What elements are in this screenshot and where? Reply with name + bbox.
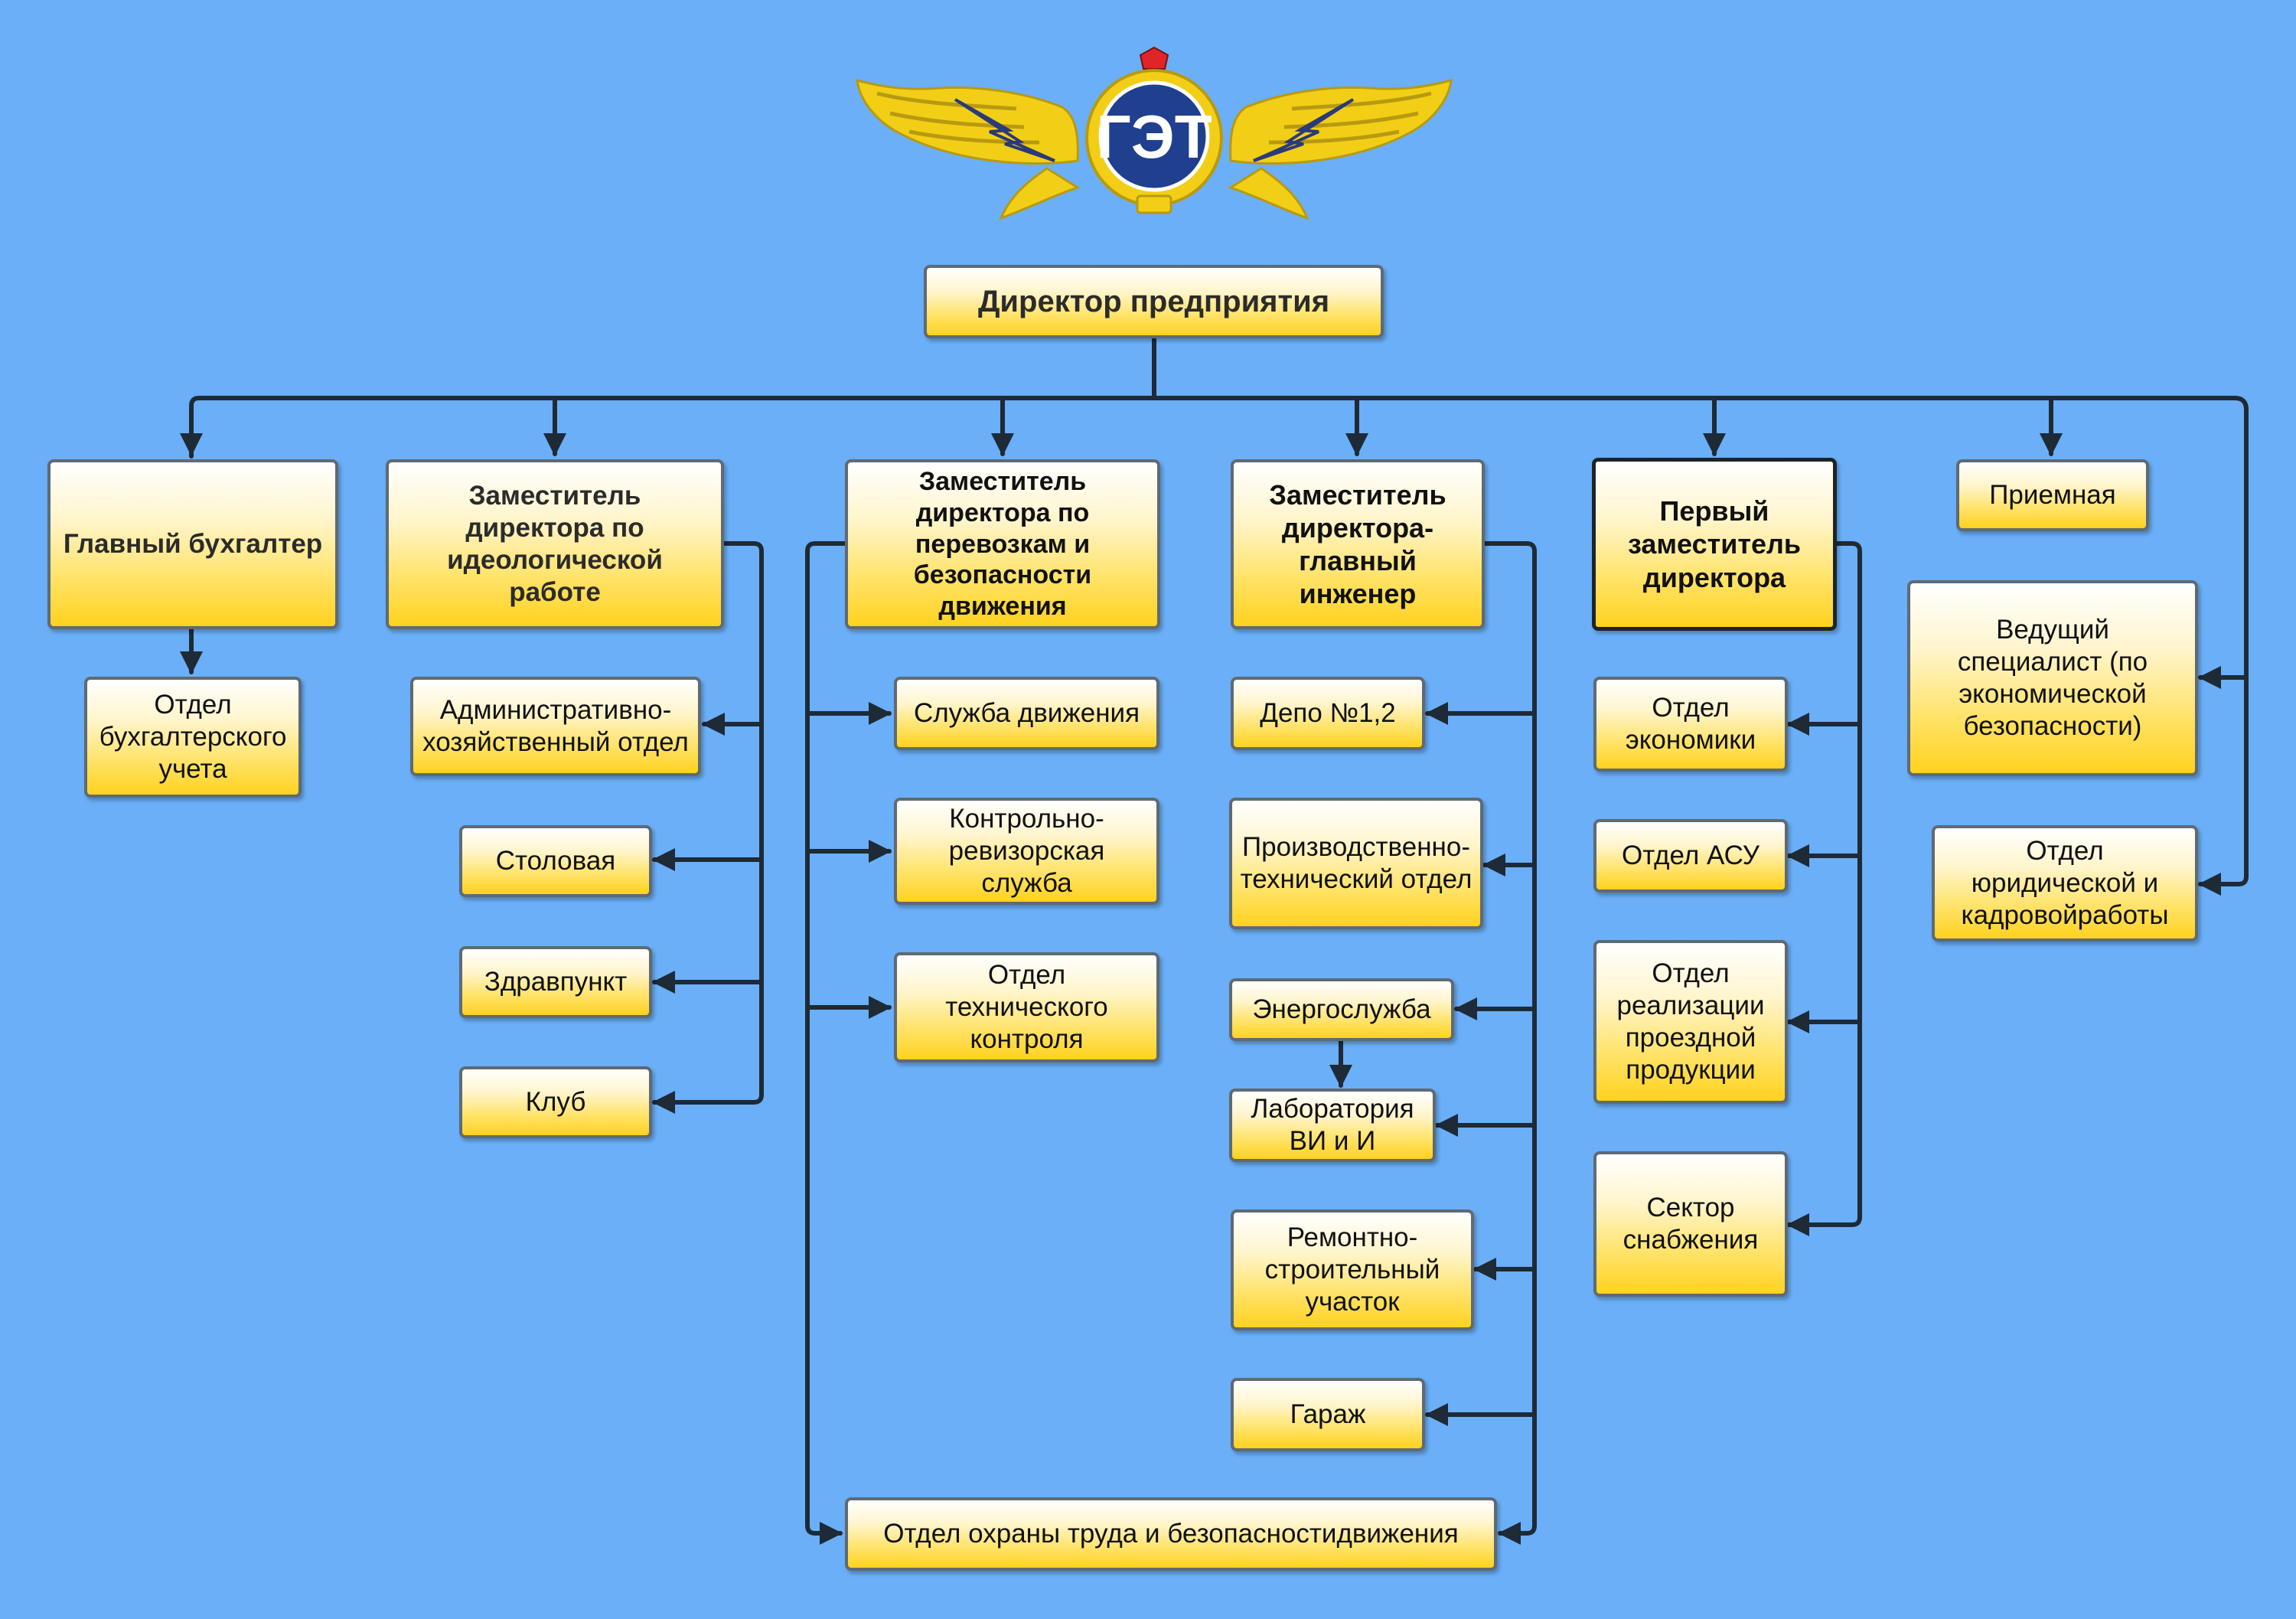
audit-service-box: Контрольно-ревизорская служба xyxy=(894,798,1159,905)
admin-dept-label: Административно-хозяйственный отдел xyxy=(422,695,689,757)
ticket-sales-dept-box: Отдел реализации проездной продукции xyxy=(1593,940,1788,1104)
production-tech-dept-box: Производственно-технический отдел xyxy=(1229,798,1483,929)
first-deputy-box: Первый заместитель директора xyxy=(1592,458,1837,631)
logo-text: ГЭТ xyxy=(1096,103,1212,171)
deputy-ideology-box: Заместитель директора по идеологической … xyxy=(386,459,724,629)
asu-dept-box: Отдел АСУ xyxy=(1593,819,1788,893)
health-post-label: Здравпункт xyxy=(484,967,628,997)
lab-label: Лаборатория ВИ и И xyxy=(1251,1094,1414,1156)
repair-construction-label: Ремонтно-строительный участок xyxy=(1264,1222,1440,1317)
get-logo: ГЭТ xyxy=(856,46,1453,220)
supply-sector-box: Сектор снабжения xyxy=(1593,1151,1788,1297)
production-tech-dept-label: Производственно-технический отдел xyxy=(1240,832,1473,894)
ticket-sales-dept-label: Отдел реализации проездной продукции xyxy=(1616,958,1765,1085)
tech-control-dept-box: Отдел технического контроля xyxy=(894,952,1159,1062)
deputy-transport-box: Заместитель директора по перевозкам и бе… xyxy=(845,459,1160,629)
supply-sector-label: Сектор снабжения xyxy=(1623,1193,1759,1255)
deputy-ideology-label: Заместитель директора по идеологической … xyxy=(447,481,663,607)
reception-box: Приемная xyxy=(1956,459,2149,531)
lead-specialist-label: Ведущий специалист (по экономической без… xyxy=(1957,615,2148,741)
accounting-dept-box: Отдел бухгалтерского учета xyxy=(84,677,302,798)
labor-safety-dept-label: Отдел охраны труда и безопасностидвижени… xyxy=(883,1519,1459,1549)
traffic-service-label: Служба движения xyxy=(913,698,1140,728)
director-box: Директор предприятия xyxy=(924,265,1384,338)
canteen-label: Столовая xyxy=(495,846,616,876)
labor-safety-dept-box: Отдел охраны труда и безопасностидвижени… xyxy=(845,1497,1497,1571)
first-deputy-label: Первый заместитель директора xyxy=(1627,495,1802,593)
audit-service-label: Контрольно-ревизорская служба xyxy=(948,804,1105,898)
chief-accountant-label: Главный бухгалтер xyxy=(63,529,323,559)
club-label: Клуб xyxy=(525,1087,586,1117)
garage-label: Гараж xyxy=(1290,1399,1366,1429)
admin-dept-box: Административно-хозяйственный отдел xyxy=(410,677,701,776)
accounting-dept-label: Отдел бухгалтерского учета xyxy=(99,690,287,784)
energy-service-box: Энергослужба xyxy=(1229,978,1454,1041)
tech-control-dept-label: Отдел технического контроля xyxy=(945,960,1108,1054)
legal-hr-dept-label: Отдел юридической и кадровойработы xyxy=(1961,836,2169,930)
club-box: Клуб xyxy=(459,1066,652,1138)
emblem: ГЭТ xyxy=(1085,46,1223,214)
canteen-box: Столовая xyxy=(459,825,652,897)
asu-dept-label: Отдел АСУ xyxy=(1622,841,1760,870)
health-post-box: Здравпункт xyxy=(459,946,652,1018)
left-wing xyxy=(856,78,1081,220)
deputy-chief-engineer-box: Заместитель директора-главный инженер xyxy=(1231,459,1485,629)
garage-box: Гараж xyxy=(1231,1378,1425,1451)
traffic-service-box: Служба движения xyxy=(894,677,1159,750)
deputy-chief-engineer-label: Заместитель директора-главный инженер xyxy=(1269,478,1446,610)
energy-service-label: Энергослужба xyxy=(1252,994,1431,1024)
economics-dept-box: Отдел экономики xyxy=(1593,677,1788,772)
economics-dept-label: Отдел экономики xyxy=(1625,693,1756,755)
legal-hr-dept-box: Отдел юридической и кадровойработы xyxy=(1932,825,2198,942)
right-wing xyxy=(1228,78,1453,220)
chief-accountant-box: Главный бухгалтер xyxy=(47,459,338,629)
reception-label: Приемная xyxy=(1989,480,2116,510)
depot-label: Депо №1,2 xyxy=(1260,698,1396,728)
depot-box: Депо №1,2 xyxy=(1231,677,1425,750)
lab-box: Лаборатория ВИ и И xyxy=(1229,1089,1436,1162)
repair-construction-box: Ремонтно-строительный участок xyxy=(1231,1209,1474,1330)
deputy-transport-label: Заместитель директора по перевозкам и бе… xyxy=(913,467,1092,622)
director-label: Директор предприятия xyxy=(977,285,1330,318)
lead-specialist-box: Ведущий специалист (по экономической без… xyxy=(1907,580,2198,776)
